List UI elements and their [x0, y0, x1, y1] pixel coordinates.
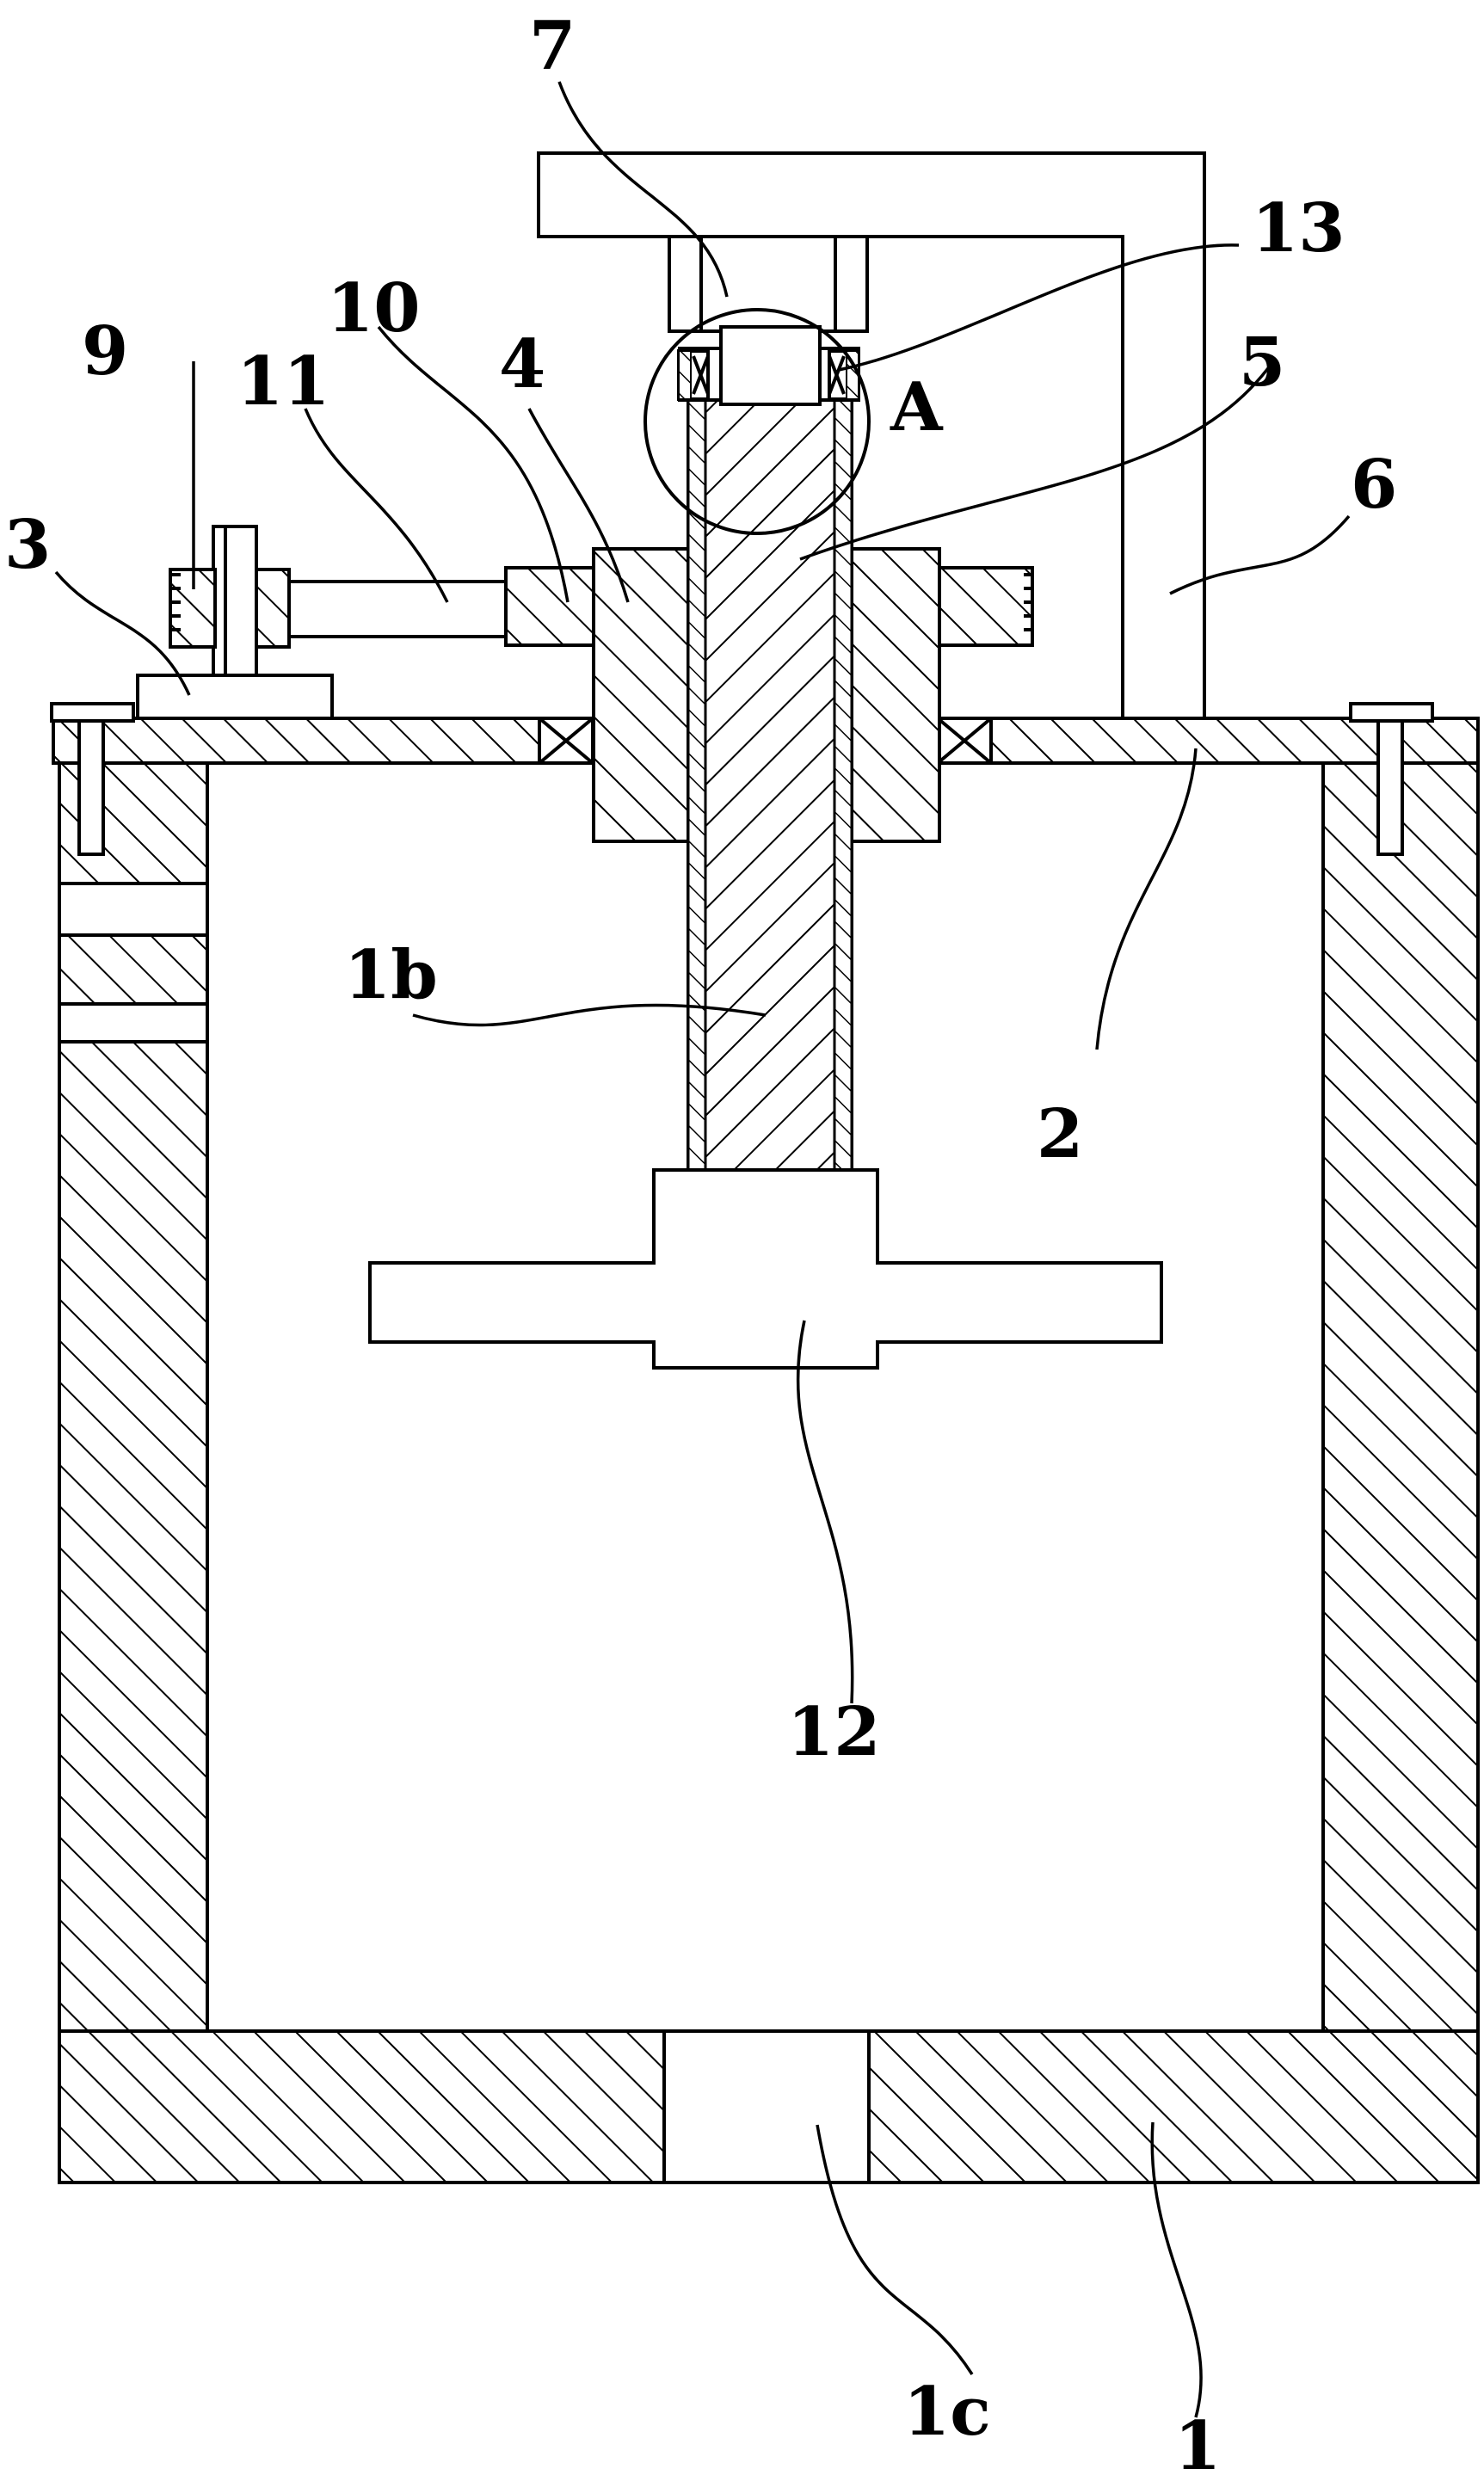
- label-1: 1: [1174, 2407, 1221, 2475]
- small-gear: [169, 568, 291, 649]
- label-9: 9: [82, 312, 128, 391]
- label-13: 13: [1252, 189, 1345, 268]
- driven-gear: [504, 566, 595, 647]
- transmission-shaft: [287, 580, 508, 638]
- housing-body: [58, 761, 1480, 2184]
- label-3: 3: [4, 506, 51, 584]
- outlet-1c: [662, 2029, 871, 2184]
- leader-lines: [54, 81, 1351, 2418]
- drive-hub: [592, 547, 941, 843]
- label-2: 2: [1037, 1095, 1083, 1173]
- label-7: 7: [529, 7, 576, 85]
- label-11: 11: [237, 342, 330, 421]
- right-gear: [938, 566, 1034, 647]
- left-bolt: [50, 702, 135, 856]
- motor-base: [136, 674, 334, 720]
- label-1c: 1c: [903, 2373, 991, 2451]
- label-10: 10: [327, 269, 421, 348]
- detail-circle-a: [643, 308, 871, 535]
- label-12: 12: [787, 1693, 881, 1771]
- right-bolt: [1349, 702, 1434, 856]
- label-a: A: [890, 368, 944, 446]
- label-5: 5: [1239, 323, 1285, 402]
- stirring-paddle: [368, 1168, 1163, 1370]
- bracket-frame: [537, 151, 1206, 720]
- label-1b: 1b: [344, 936, 438, 1014]
- bearing-seal: [677, 349, 860, 401]
- motor-shaft: [212, 525, 258, 677]
- label-6: 6: [1351, 446, 1397, 524]
- label-4: 4: [499, 325, 545, 403]
